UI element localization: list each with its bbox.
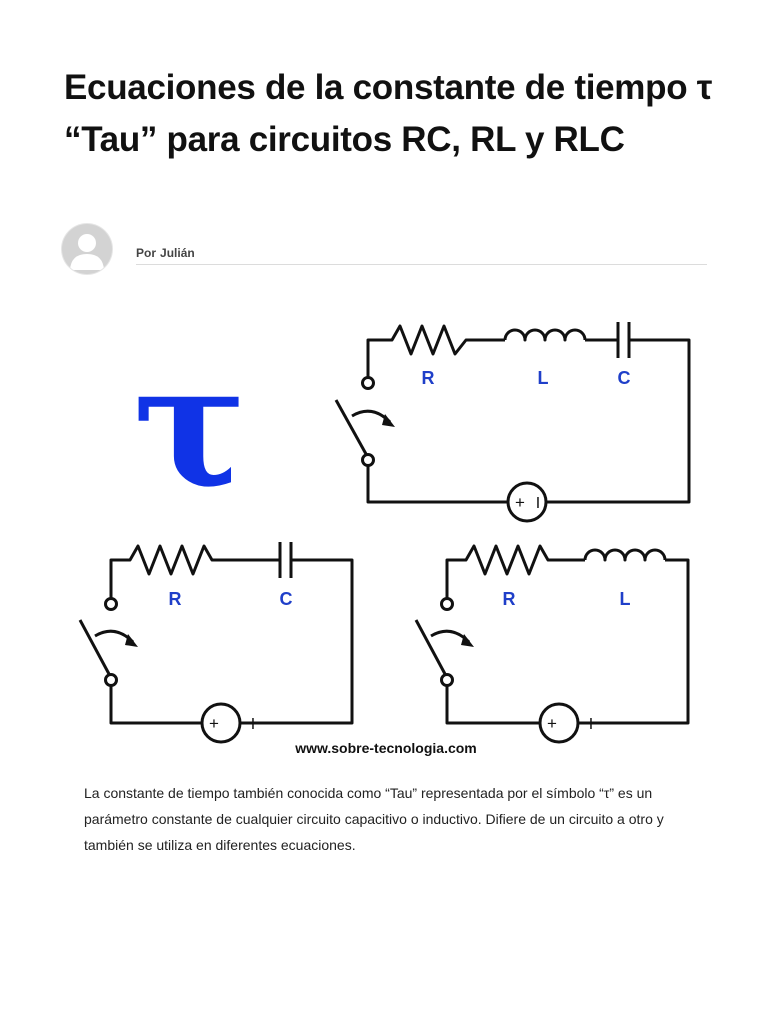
author-prefix: Por [136, 246, 157, 260]
source-minus-rlc: I [536, 495, 540, 512]
source-plus-rc: + [209, 714, 219, 733]
intro-paragraph: La constante de tiempo también conocida … [84, 785, 664, 853]
tau-symbol: τ [133, 326, 247, 526]
circuit-figure: τ + I R L C + I R C [78, 322, 691, 756]
rc-circuit [78, 542, 354, 725]
label-r-rlc: R [422, 368, 435, 388]
label-c-rc: C [280, 589, 293, 609]
user-placeholder-icon [70, 234, 104, 270]
rl-circuit [414, 544, 690, 725]
figure-watermark: www.sobre-tecnologia.com [294, 740, 477, 756]
source-minus-rc: I [251, 716, 255, 733]
switch-arrow-rlc [382, 414, 395, 427]
source-plus-rl: + [547, 714, 557, 733]
switch-arrow-rl [461, 634, 474, 647]
author-avatar[interactable] [62, 224, 112, 274]
article-title: Ecuaciones de la constante de tiempo τ “… [64, 68, 713, 159]
label-r-rc: R [169, 589, 182, 609]
switch-arrow-rc [125, 634, 138, 647]
label-r-rl: R [503, 589, 516, 609]
source-plus-rlc: + [515, 493, 525, 512]
source-rc [200, 702, 242, 744]
label-l-rl: L [620, 589, 631, 609]
source-rlc [506, 481, 548, 523]
source-minus-rl: I [589, 716, 593, 733]
source-rl [538, 702, 580, 744]
label-l-rlc: L [538, 368, 549, 388]
author-name[interactable]: Julián [160, 246, 195, 260]
label-c-rlc: C [618, 368, 631, 388]
rlc-circuit [334, 322, 691, 504]
